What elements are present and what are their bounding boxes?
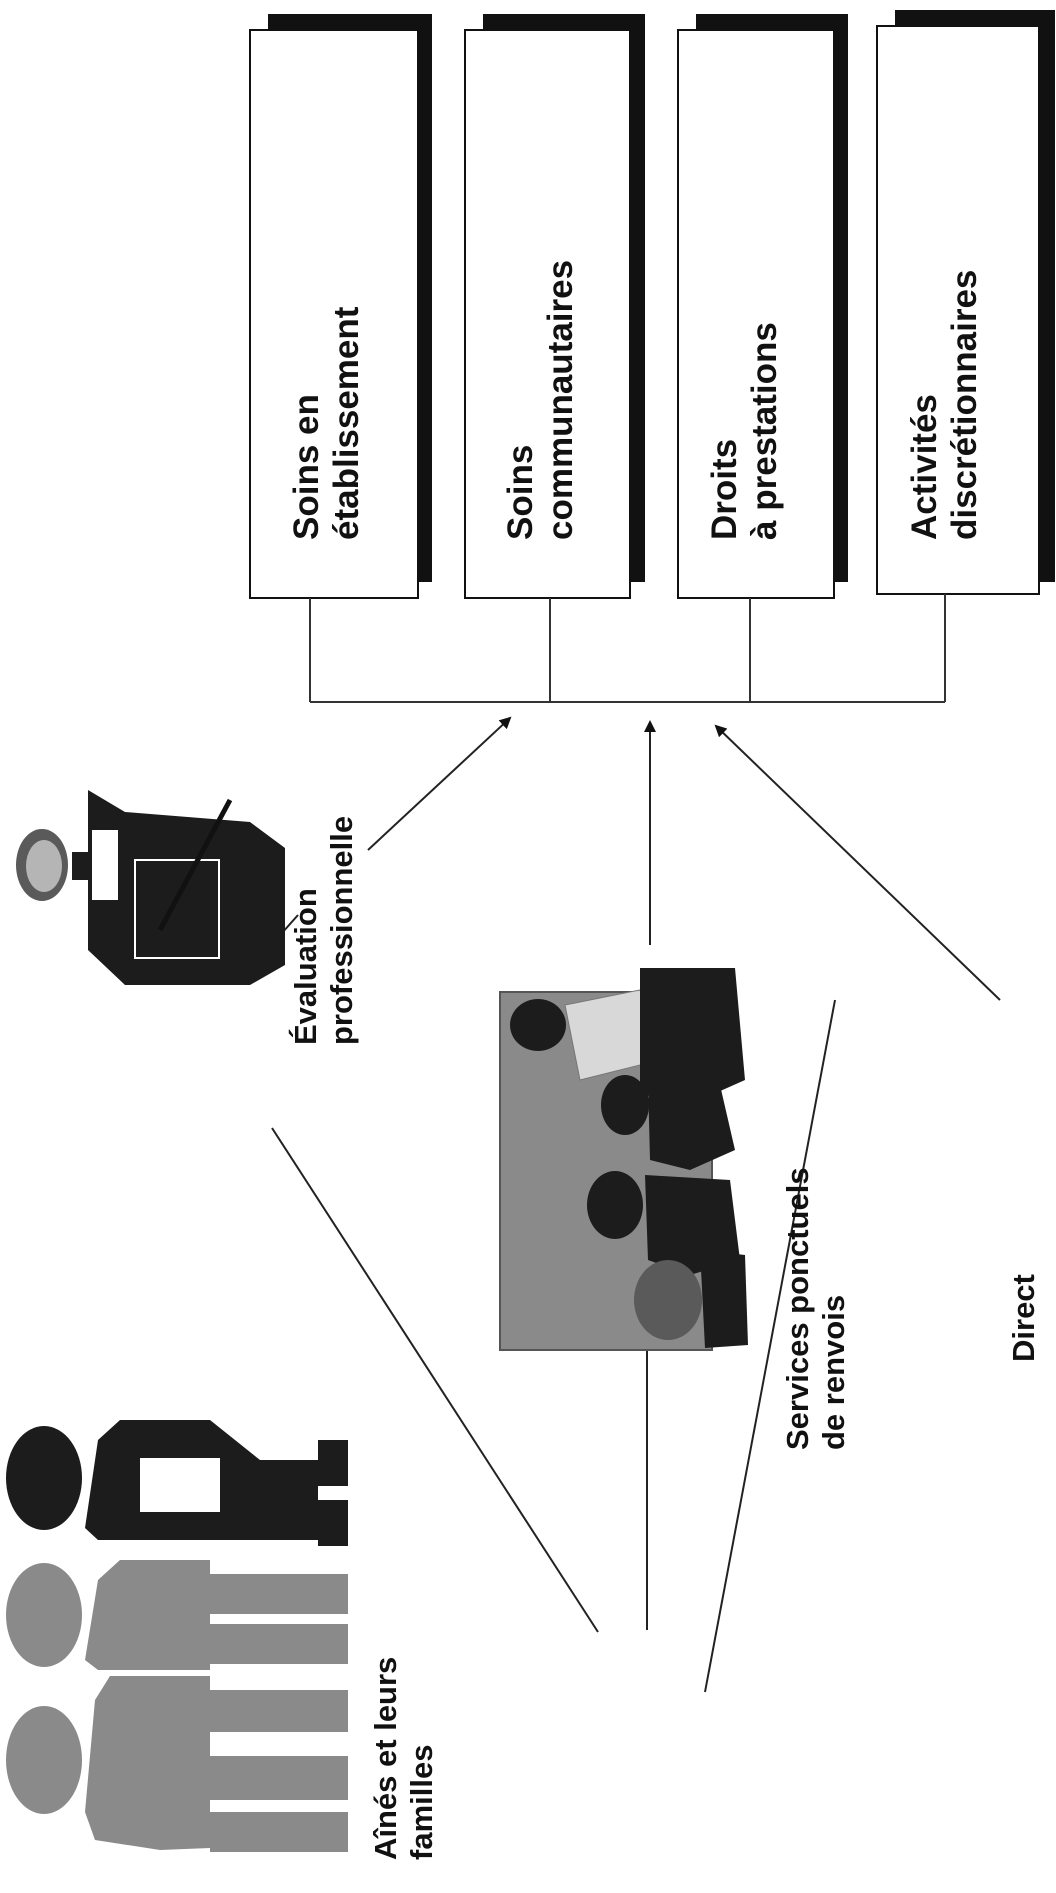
svg-text:Soins communautaires: Soins communautaires (501, 260, 580, 540)
meeting-group-figure (499, 968, 748, 1351)
service-label-line-2: discrétionnaires (945, 270, 984, 540)
service-box-activites-discretionnaires: Activités discrétionnaires (876, 10, 1055, 595)
service-label-line-1: Soins en (287, 394, 326, 540)
svg-text:Soins en établissement: Soins en établissement (287, 306, 366, 540)
svg-text:Activités discrétionnair: Activités discrétionnaires (905, 270, 984, 540)
svg-text:Droits à prestations: Droits à prestations (705, 322, 784, 540)
evaluation-out-arrow (367, 716, 512, 851)
direct-line-1: Direct (1006, 1274, 1041, 1362)
direct-in-line (704, 999, 836, 1693)
clients-label: Aînés et leurs familles (368, 1648, 439, 1860)
clients-line-2: familles (404, 1745, 439, 1860)
services-ponctuels-line-2: de renvois (816, 1295, 851, 1450)
service-box-soins-communautaires: Soins communautaires (464, 14, 645, 599)
evaluation-in-line (271, 1127, 599, 1633)
service-label-line-1: Activités (905, 394, 944, 540)
evaluation-line-1: Évaluation (288, 888, 323, 1045)
service-label-line-1: Soins (501, 445, 540, 540)
services-ponctuels-line-1: Services ponctuels (780, 1167, 815, 1450)
service-label-line-1: Droits (705, 439, 744, 540)
direct-label: Direct (1006, 1274, 1041, 1362)
service-label-line-2: établissement (327, 306, 366, 540)
service-label-line-2: à prestations (745, 322, 784, 540)
evaluation-label: Évaluation professionnelle (288, 816, 359, 1045)
services-ponctuels-label: Services ponctuels de renvois (780, 1159, 851, 1450)
service-label-line-2: communautaires (541, 260, 580, 540)
clients-line-1: Aînés et leurs (368, 1657, 403, 1860)
professional-evaluator-figure (16, 790, 285, 985)
service-box-soins-etablissement: Soins en établissement (249, 14, 432, 599)
connector-bracket (309, 594, 946, 703)
direct-out-arrow (714, 724, 1001, 1001)
evaluation-line-2: professionnelle (324, 816, 359, 1045)
service-box-droits-prestations: Droits à prestations (677, 14, 848, 599)
seniors-families-figure (6, 1420, 348, 1852)
